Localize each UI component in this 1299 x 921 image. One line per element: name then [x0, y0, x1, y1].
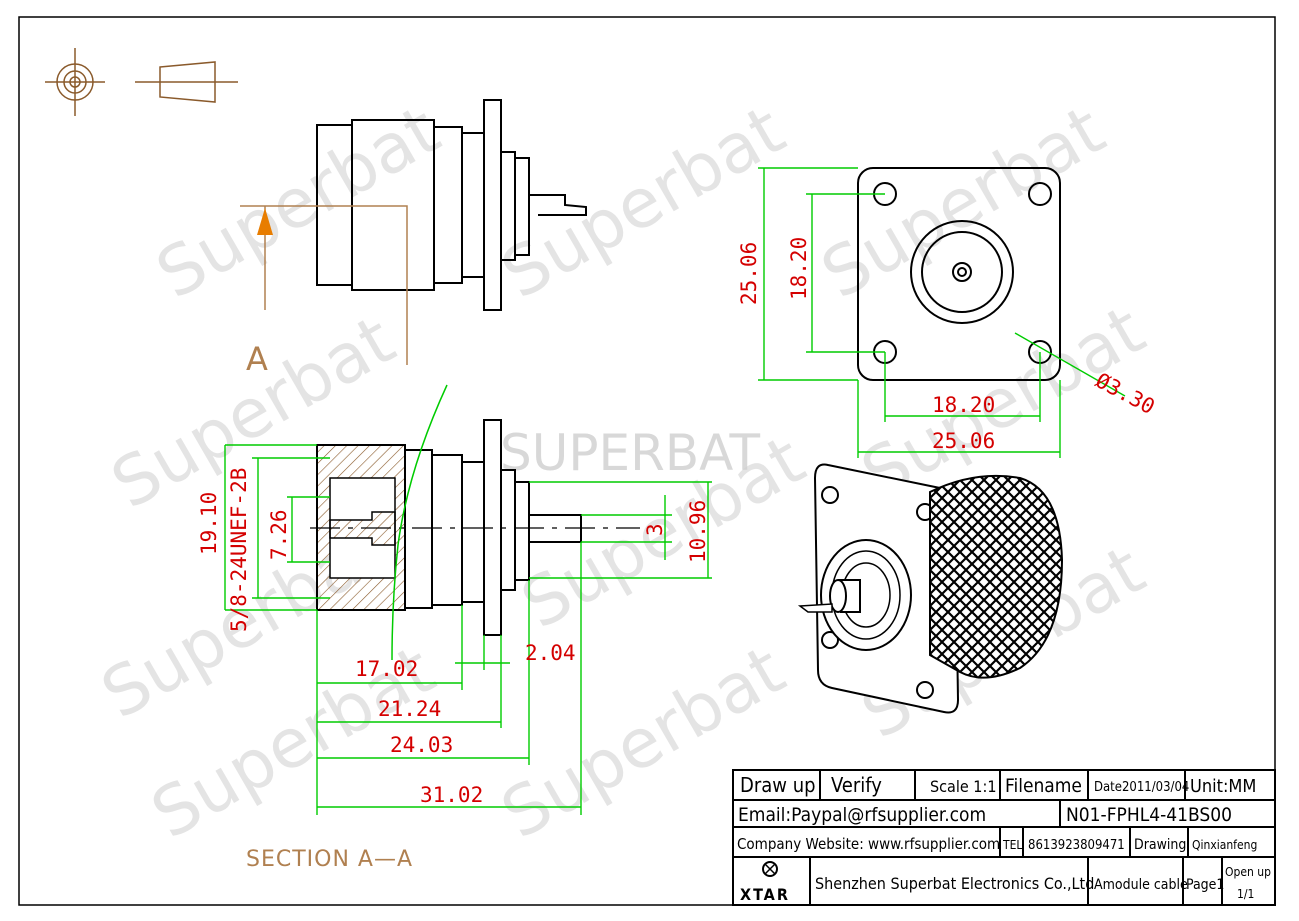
- dim-21-24: 21.24: [378, 697, 441, 721]
- tb-verify: Verify: [831, 773, 882, 797]
- tb-scale: Scale 1:1: [930, 777, 996, 796]
- dim-18-20-horizontal: 18.20: [932, 393, 995, 417]
- dim-thread: 5/8-24UNEF-2B: [227, 468, 251, 632]
- projection-symbol-icon: [45, 48, 238, 116]
- tb-date: Date2011/03/04: [1094, 780, 1189, 795]
- tb-page: Page1: [1186, 877, 1224, 893]
- xtar-logo-icon: XTAR: [740, 861, 790, 904]
- tb-email: Email:Paypal@rfsupplier.com: [738, 804, 986, 826]
- dim-3: 3: [643, 523, 667, 536]
- section-title: SECTION A—A: [246, 847, 413, 872]
- tb-website: Company Website: www.rfsupplier.com: [737, 835, 1000, 853]
- tb-company: Shenzhen Superbat Electronics Co.,Ltd: [815, 874, 1094, 893]
- dim-2-04: 2.04: [525, 641, 576, 665]
- section-marker-label: A: [246, 340, 268, 378]
- section-view: [310, 384, 640, 661]
- tb-filename: Filename: [1005, 775, 1082, 797]
- dim-25-06-vertical: 25.06: [737, 242, 761, 305]
- isometric-view: [797, 463, 1064, 714]
- tb-open-up: Open up: [1225, 865, 1271, 879]
- tb-sheet: 1/1: [1237, 887, 1254, 901]
- side-view: [316, 99, 587, 311]
- tb-part-number: N01-FPHL4-41BS00: [1066, 804, 1232, 826]
- tb-draw-up: Draw up: [740, 773, 816, 797]
- title-block: [732, 769, 1276, 906]
- dim-18-20-vertical: 18.20: [787, 237, 811, 300]
- flange-front-view: [857, 167, 1061, 381]
- tb-tel-label: TEL: [1002, 838, 1022, 852]
- dim-19-10: 19.10: [197, 492, 221, 555]
- dim-31-02: 31.02: [420, 783, 483, 807]
- tb-logo-text: XTAR: [740, 885, 790, 904]
- dim-25-06-horizontal: 25.06: [932, 429, 995, 453]
- tb-module: Amodule cable: [1094, 877, 1188, 893]
- dim-24-03: 24.03: [390, 733, 453, 757]
- tb-drawer: Qinxianfeng: [1192, 838, 1257, 852]
- dim-7-26: 7.26: [267, 509, 291, 560]
- drawing-frame: [18, 16, 1276, 906]
- flange-dimension-lines: [758, 167, 1126, 458]
- section-dimension-lines: [224, 444, 712, 815]
- tb-tel: 8613923809471: [1028, 838, 1125, 853]
- watermark-center-text: SUPERBAT: [500, 424, 760, 482]
- dim-10-96: 10.96: [686, 500, 710, 563]
- tb-drawing-label: Drawing: [1134, 837, 1186, 853]
- section-indicator: A: [240, 205, 408, 378]
- tb-unit: Unit:MM: [1190, 776, 1256, 797]
- dim-17-02: 17.02: [355, 657, 418, 681]
